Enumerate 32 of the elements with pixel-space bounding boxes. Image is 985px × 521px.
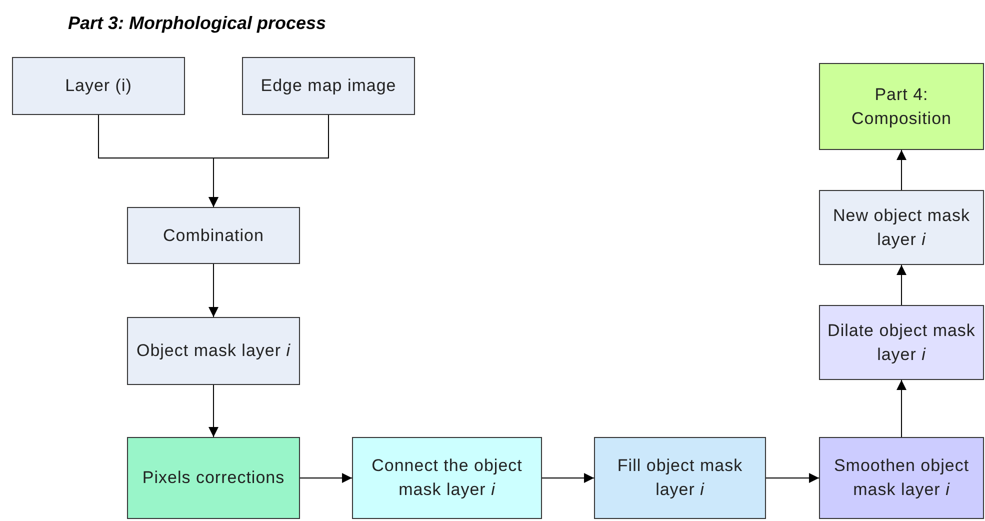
box-label: Edge map image [260,75,396,97]
process-box [819,190,984,265]
arrow [542,473,594,483]
process-box [12,57,185,115]
diagram-title: Part 3: Morphological process [68,12,326,35]
process-box [819,305,984,380]
box-label: Connect the object mask layer i [370,455,524,501]
arrow [766,473,820,483]
box-label: Dilate object mask layer i [826,320,976,366]
box-label: Object mask layer i [136,340,291,362]
box-label: Pixels corrections [142,467,285,489]
arrow [208,114,329,208]
process-box [819,63,984,150]
arrow [896,150,906,190]
process-box [127,437,300,519]
process-box [352,437,542,519]
process-box [819,437,984,519]
arrow [208,384,218,438]
arrow [896,380,906,438]
box-label: Layer (i) [65,75,132,97]
arrow [300,473,352,483]
process-box [127,207,300,264]
box-label: Combination [163,224,264,246]
process-box [242,57,415,115]
process-box [127,317,300,385]
box-label: Part 4: Composition [850,84,952,130]
arrow [208,264,218,318]
box-label: New object mask layer i [832,204,971,250]
process-box [594,437,766,519]
box-label: Fill object mask layer i [616,455,744,501]
arrow [896,264,906,306]
box-label: Smoothen object mask layer i [832,455,970,501]
